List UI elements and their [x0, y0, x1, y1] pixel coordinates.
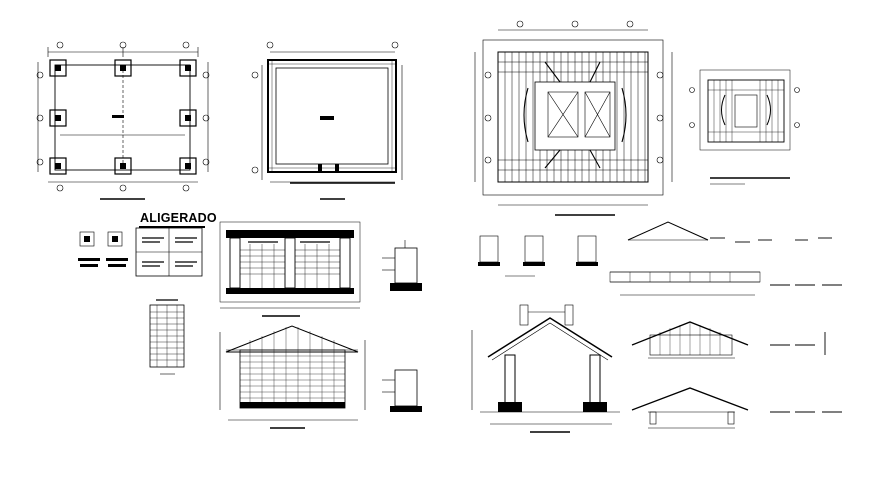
roof-section-large — [471, 304, 620, 433]
roof-framing-plan — [474, 20, 673, 216]
aligerado-slab-details — [78, 227, 203, 375]
connection-details — [478, 235, 842, 413]
aligerado-title-underline — [139, 226, 205, 228]
roof-detail-plan — [689, 69, 800, 185]
foundation-plan — [36, 41, 210, 200]
truss-elevations — [609, 221, 761, 429]
aligerado-title: ALIGERADO — [140, 211, 217, 225]
wall-plan — [251, 41, 403, 200]
front-elevation — [219, 325, 422, 429]
cross-section — [219, 221, 422, 317]
